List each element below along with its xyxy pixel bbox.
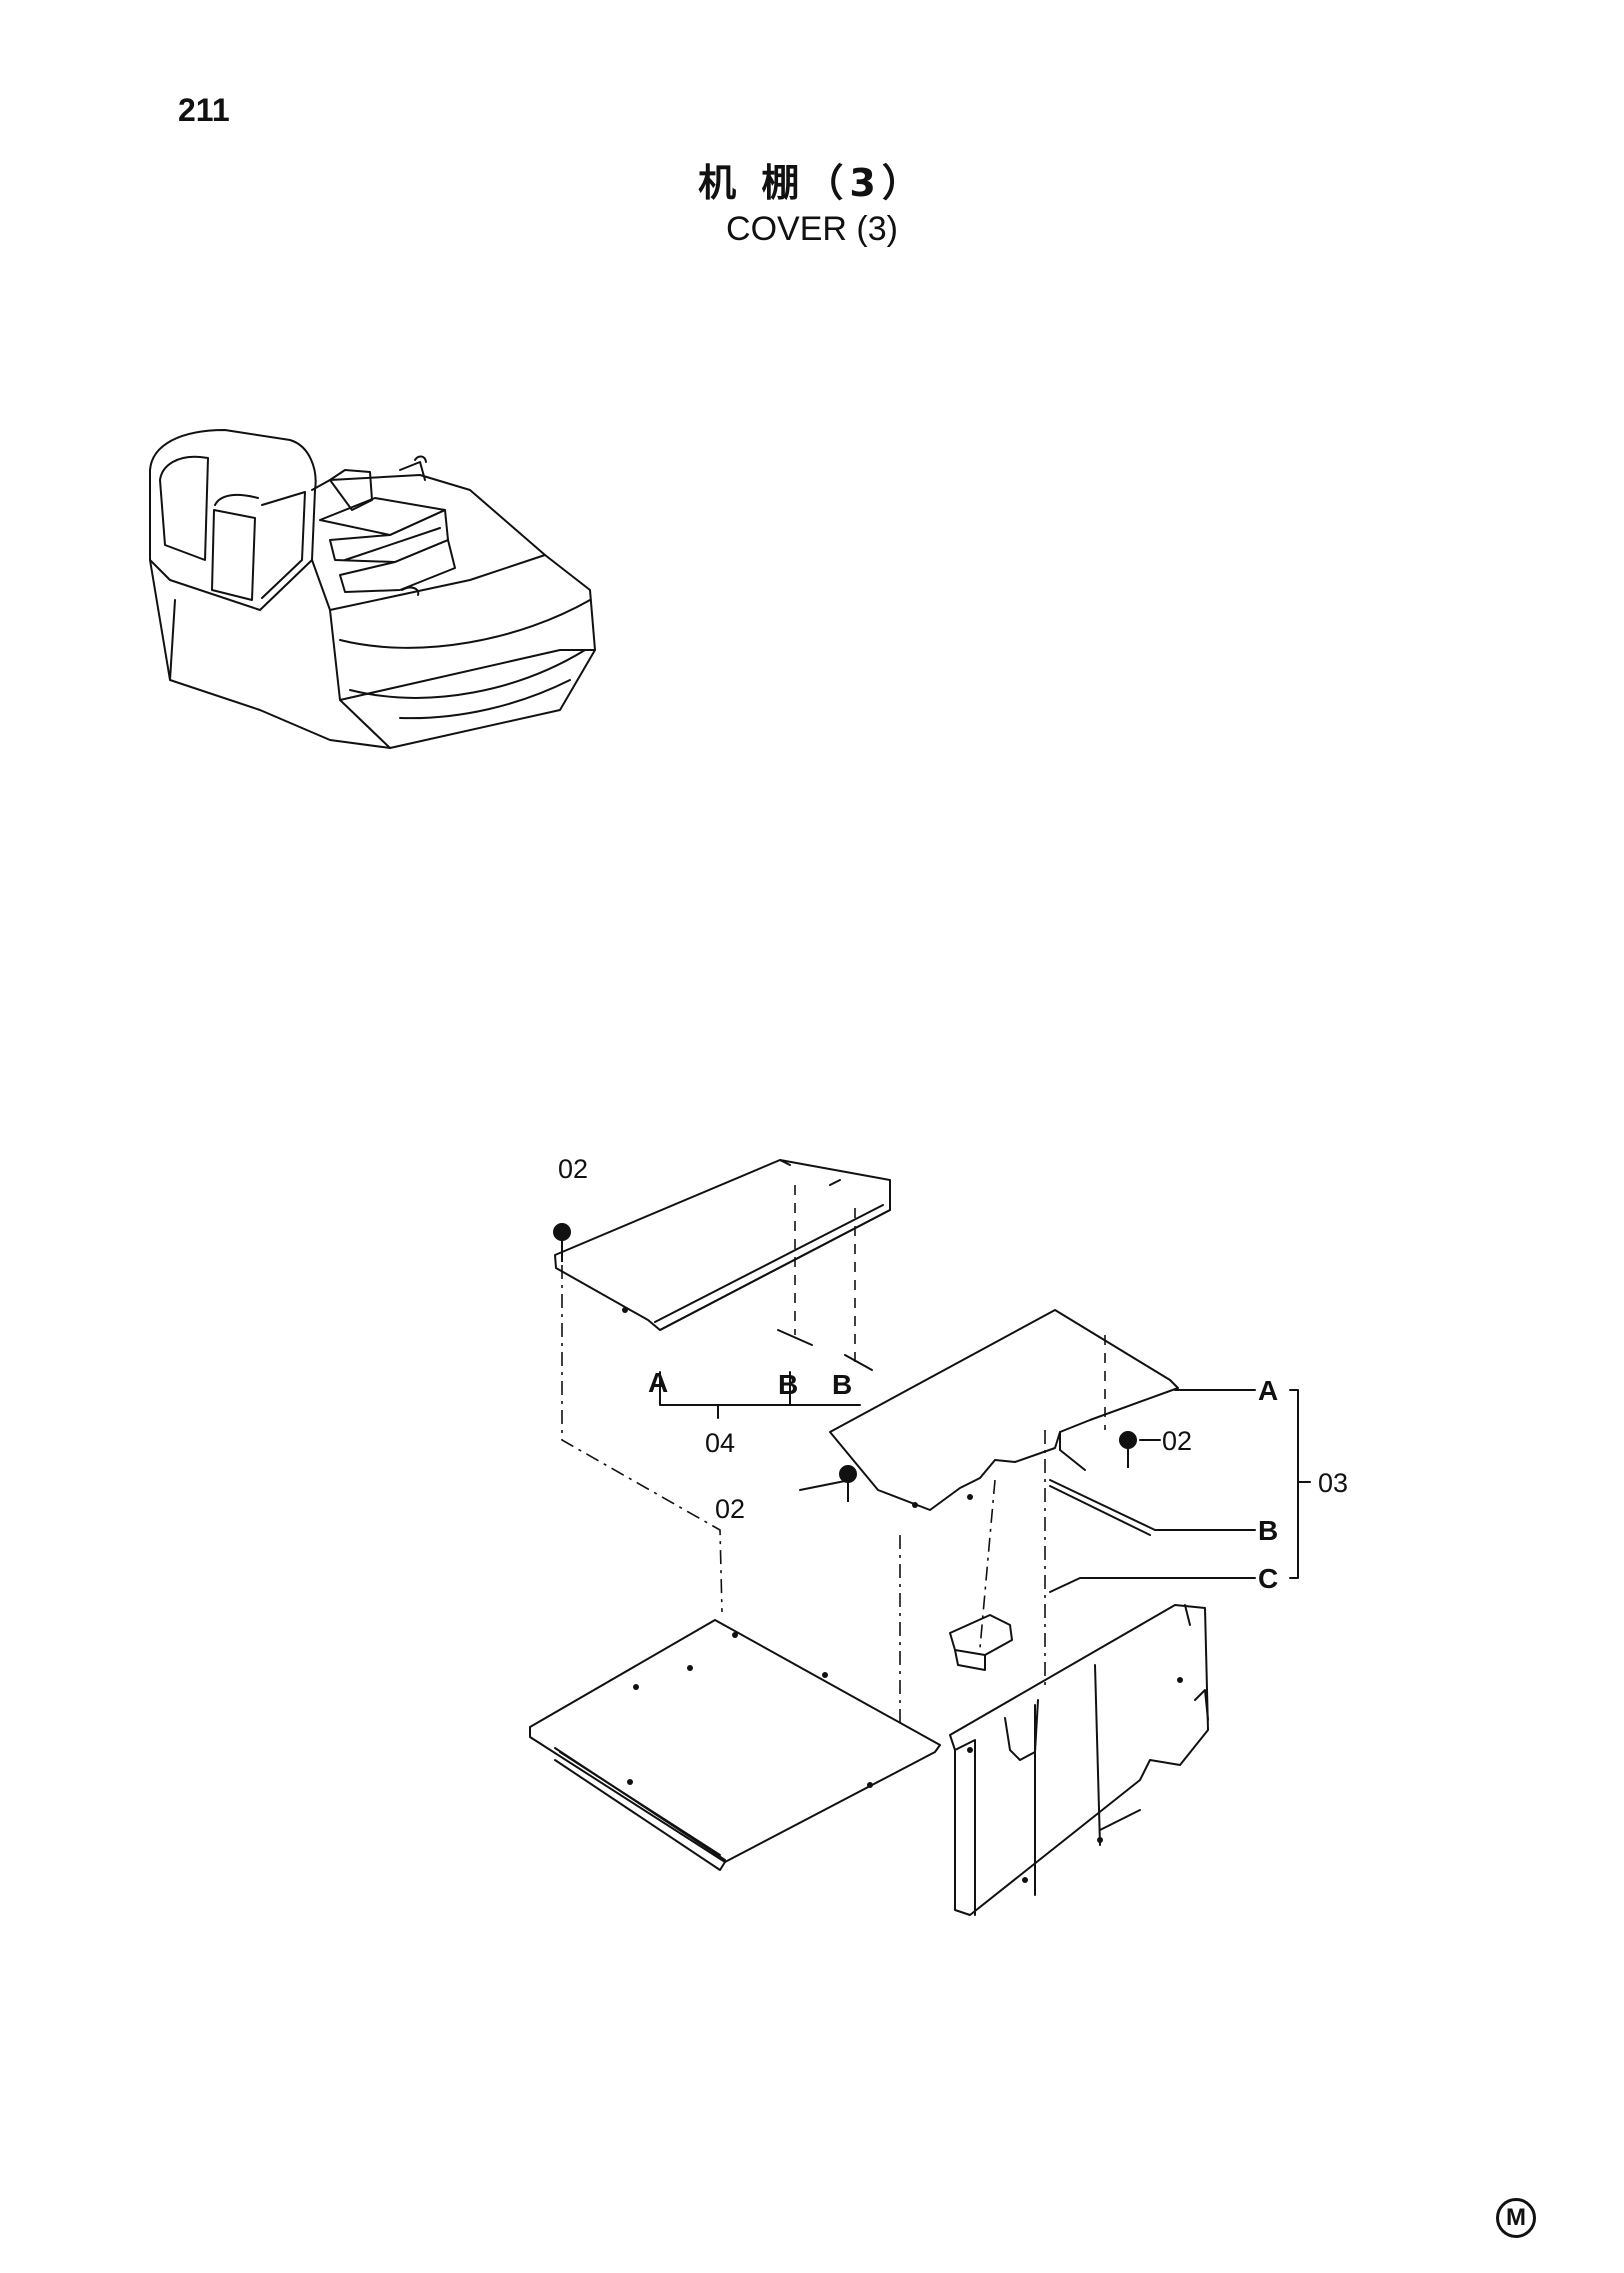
leader-mid-bolt — [799, 1479, 851, 1491]
corner-mark-icon: M — [1496, 2198, 1536, 2238]
page-title-chinese: 机 棚（3） — [698, 161, 926, 205]
bolt-icon — [553, 1223, 1137, 1502]
callout-right-assembly: 03 — [1318, 1468, 1348, 1498]
label-right-a: A — [1258, 1375, 1278, 1406]
bracket-04 — [659, 1371, 861, 1406]
block-part-c — [949, 1614, 1013, 1671]
cover-plate-04 — [554, 1159, 891, 1331]
callout-left-assembly: 04 — [705, 1428, 735, 1458]
label-right-c: C — [1258, 1563, 1278, 1594]
strip-b-right — [1049, 1479, 1156, 1531]
cover-plate-03 — [829, 1309, 1179, 1511]
page-number: 211 — [178, 92, 230, 128]
label-right-b: B — [1258, 1515, 1278, 1546]
callout-left-bolt: 02 — [558, 1154, 588, 1184]
callout-mid-bolt: 02 — [715, 1494, 745, 1524]
label-left-b1: B — [778, 1369, 798, 1400]
leader-right-C — [1049, 1577, 1256, 1593]
floor-plate — [529, 1619, 941, 1871]
strip-b-left-1 — [777, 1329, 813, 1346]
strip-b-left-2 — [844, 1354, 873, 1371]
side-panel — [949, 1604, 1209, 1916]
callout-right-bolt: 02 — [1162, 1426, 1192, 1456]
page-title-english: COVER (3) — [726, 210, 898, 248]
excavator-locator-illustration — [149, 429, 596, 749]
label-left-a: A — [648, 1367, 668, 1398]
label-left-b2: B — [832, 1369, 852, 1400]
